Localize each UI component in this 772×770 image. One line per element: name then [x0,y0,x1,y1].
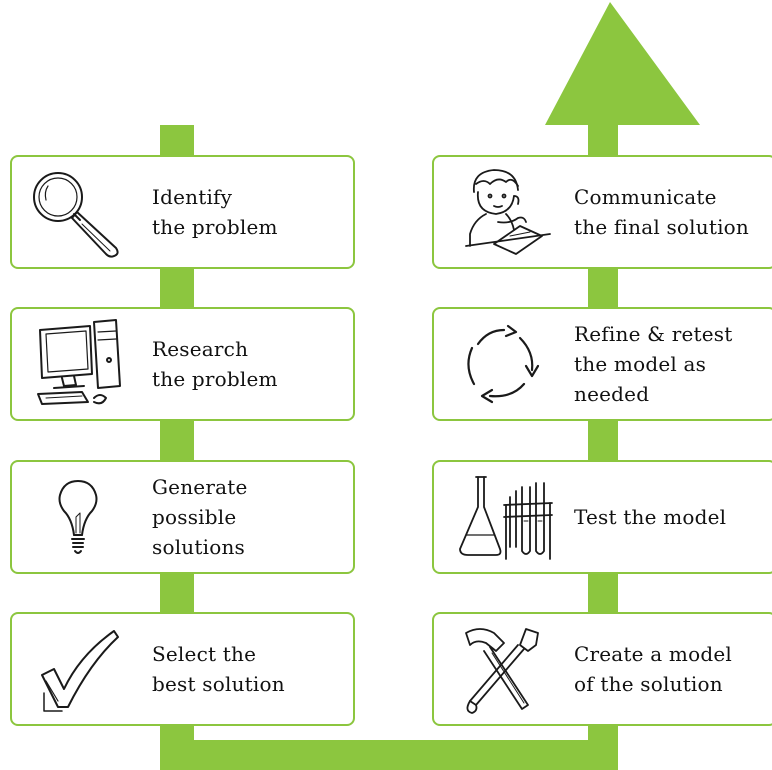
step-label: Select the best solution [152,614,347,724]
step-label-line: best solution [152,672,285,696]
step-label-line: the problem [152,367,278,391]
step-label: Communicate the final solution [574,157,769,267]
step-communicate-solution: Communicate the final solution [432,155,772,269]
step-select-best-solution: Select the best solution [10,612,355,726]
hammer-wrench-icon [440,619,558,719]
step-create-model: Create a model of the solution [432,612,772,726]
step-label-line: Communicate [574,185,717,209]
step-label-line: Select the [152,642,257,666]
step-label-line: needed [574,382,650,406]
step-label: Test the model [574,462,769,572]
step-generate-solutions: Generate possible solutions [10,460,355,574]
step-label-line: the model as [574,352,707,376]
step-label-line: Research [152,337,249,361]
step-identify-problem: Identify the problem [10,155,355,269]
computer-icon [18,314,136,414]
checkmark-icon [18,619,136,719]
step-label-line: Test the model [574,505,727,529]
cycle-arrows-icon [440,314,558,414]
step-label-line: Refine & retest [574,322,733,346]
magnifying-glass-icon [18,162,136,262]
step-label-line: Generate [152,475,248,499]
child-writing-icon [440,162,558,262]
step-label-line: the final solution [574,215,750,239]
lightbulb-icon [18,467,136,567]
step-test-model: Test the model [432,460,772,574]
step-label-line: of the solution [574,672,723,696]
step-refine-retest: Refine & retest the model as needed [432,307,772,421]
step-research-problem: Research the problem [10,307,355,421]
step-label-line: solutions [152,535,246,559]
step-label: Refine & retest the model as needed [574,309,769,419]
step-label-line: possible [152,505,237,529]
step-label: Research the problem [152,309,347,419]
step-label: Identify the problem [152,157,347,267]
lab-glassware-icon [440,467,558,567]
step-label-line: Identify [152,185,233,209]
step-label: Generate possible solutions [152,462,347,572]
step-label-line: Create a model [574,642,732,666]
step-label: Create a model of the solution [574,614,769,724]
step-label-line: the problem [152,215,278,239]
